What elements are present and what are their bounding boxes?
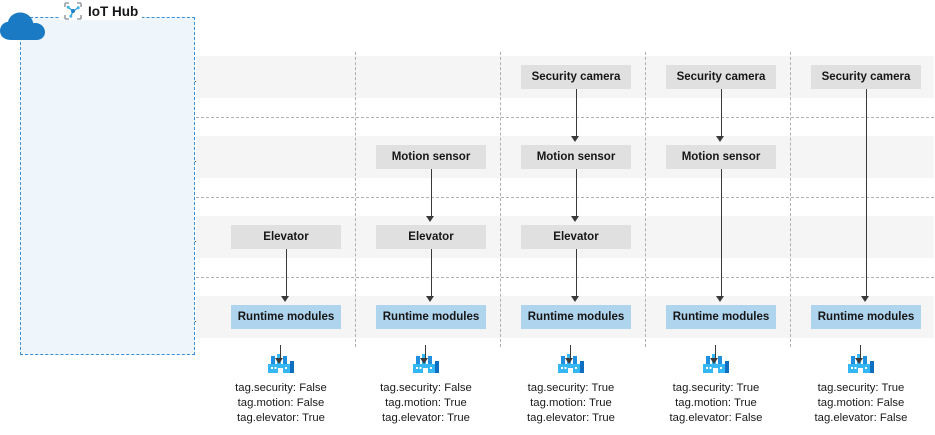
factory-icon — [703, 354, 729, 373]
cell-elevator-col2[interactable]: Elevator — [376, 225, 486, 249]
column-separator-4 — [790, 52, 791, 347]
tag-elevator: tag.elevator: False — [814, 411, 908, 424]
device-column-1: tag.security: False tag.motion: False ta… — [206, 345, 356, 426]
arrowhead-col3-motion — [571, 136, 579, 142]
tag-motion: tag.motion: False — [817, 396, 905, 409]
connector-col2-elevator-runtime — [431, 249, 432, 297]
tag-motion: tag.motion: False — [237, 396, 325, 409]
arrowhead-col4-motion — [716, 136, 724, 142]
arrowhead-col3-runtime — [571, 296, 579, 302]
connector-device-2 — [425, 345, 426, 359]
column-separator-1 — [355, 52, 356, 347]
connector-col3-elevator-runtime — [576, 249, 577, 297]
row-separator-1 — [196, 117, 934, 118]
tag-elevator: tag.elevator: True — [237, 411, 325, 424]
device-tags-4: tag.security: True tag.motion: True tag.… — [641, 381, 791, 426]
arrowhead-col2-elevator — [426, 216, 434, 222]
device-column-4: tag.security: True tag.motion: True tag.… — [641, 345, 791, 426]
row-separator-3 — [196, 277, 934, 278]
tag-security: tag.security: True — [527, 382, 615, 394]
device-column-5: tag.security: True tag.motion: False tag… — [786, 345, 935, 426]
connector-col3-motion-elevator — [576, 169, 577, 217]
arrowhead-col4-runtime — [716, 296, 724, 302]
column-separator-3 — [645, 52, 646, 347]
device-grid: Security camera Security camera Security… — [196, 52, 934, 347]
cell-elevator-col1[interactable]: Elevator — [231, 225, 341, 249]
cell-elevator-col3[interactable]: Elevator — [521, 225, 631, 249]
cell-security-camera-col3[interactable]: Security camera — [521, 65, 631, 89]
hub-title: IoT Hub — [60, 2, 143, 20]
tag-security: tag.security: True — [672, 382, 760, 394]
device-tags-1: tag.security: False tag.motion: False ta… — [206, 381, 356, 426]
connector-device-5 — [860, 345, 861, 359]
arrowhead-col5-runtime — [861, 296, 869, 302]
arrowhead-device-4 — [710, 358, 718, 364]
tag-elevator: tag.elevator: True — [527, 411, 615, 424]
device-tags-5: tag.security: True tag.motion: False tag… — [786, 381, 935, 426]
tag-security: tag.security: False — [235, 382, 327, 394]
factory-icon — [558, 354, 584, 373]
arrowhead-device-3 — [565, 358, 573, 364]
tag-motion: tag.motion: True — [530, 396, 612, 409]
connector-col4-security-motion — [721, 89, 722, 137]
cell-runtime-modules-col3[interactable]: Runtime modules — [521, 305, 631, 329]
tag-elevator: tag.elevator: True — [382, 411, 470, 424]
tag-elevator: tag.elevator: False — [669, 411, 763, 424]
connector-device-1 — [280, 345, 281, 359]
cell-motion-sensor-col4[interactable]: Motion sensor — [666, 145, 776, 169]
device-tags-2: tag.security: False tag.motion: True tag… — [351, 381, 501, 426]
cell-security-camera-col5[interactable]: Security camera — [811, 65, 921, 89]
column-separator-2 — [500, 52, 501, 347]
cell-motion-sensor-col2[interactable]: Motion sensor — [376, 145, 486, 169]
connector-col2-motion-elevator — [431, 169, 432, 217]
connector-col1-elevator-runtime — [286, 249, 287, 297]
connector-col4-motion-runtime — [721, 169, 722, 297]
arrowhead-device-5 — [855, 358, 863, 364]
arrowhead-device-1 — [275, 358, 283, 364]
tag-security: tag.security: True — [817, 382, 905, 394]
iot-hub-icon — [64, 2, 82, 20]
cell-security-camera-col4[interactable]: Security camera — [666, 65, 776, 89]
cell-runtime-modules-col2[interactable]: Runtime modules — [376, 305, 486, 329]
hub-title-label: IoT Hub — [88, 3, 139, 19]
device-tags-3: tag.security: True tag.motion: True tag.… — [496, 381, 646, 426]
cloud-icon — [0, 12, 45, 40]
connector-device-4 — [715, 345, 716, 359]
cell-motion-sensor-col3[interactable]: Motion sensor — [521, 145, 631, 169]
device-column-3: tag.security: True tag.motion: True tag.… — [496, 345, 646, 426]
factory-icon — [413, 354, 439, 373]
tag-security: tag.security: False — [380, 382, 472, 394]
row-separator-2 — [196, 197, 934, 198]
connector-col3-security-motion — [576, 89, 577, 137]
iot-hub-panel — [20, 17, 195, 355]
tag-motion: tag.motion: True — [385, 396, 467, 409]
cell-runtime-modules-col4[interactable]: Runtime modules — [666, 305, 776, 329]
connector-device-3 — [570, 345, 571, 359]
tag-motion: tag.motion: True — [675, 396, 757, 409]
cell-runtime-modules-col5[interactable]: Runtime modules — [811, 305, 921, 329]
factory-icon — [848, 354, 874, 373]
connector-col5-security-runtime — [866, 89, 867, 297]
cell-runtime-modules-col1[interactable]: Runtime modules — [231, 305, 341, 329]
arrowhead-col1-runtime — [281, 296, 289, 302]
device-column-2: tag.security: False tag.motion: True tag… — [351, 345, 501, 426]
arrowhead-device-2 — [420, 358, 428, 364]
factory-icon — [268, 354, 294, 373]
arrowhead-col2-runtime — [426, 296, 434, 302]
arrowhead-col3-elevator — [571, 216, 579, 222]
